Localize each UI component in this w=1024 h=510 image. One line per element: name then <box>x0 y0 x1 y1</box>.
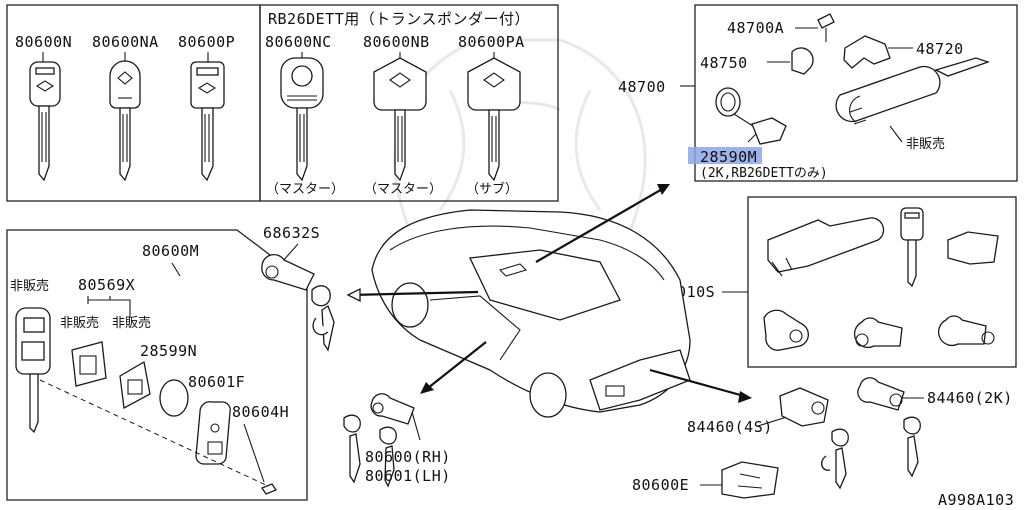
part-number-28590M: 28590M <box>700 148 757 166</box>
part-number-80600E: 80600E <box>632 476 689 494</box>
part-number-80600P: 80600P <box>178 33 235 51</box>
key-80600NB <box>373 57 427 182</box>
part-number-84460-4S: 84460(4S) <box>687 418 773 436</box>
part-number-48720: 48720 <box>916 40 964 58</box>
remote-group-frame <box>6 229 308 501</box>
arrow-ignition <box>535 187 665 263</box>
note-master-2: （マスター） <box>364 182 442 197</box>
part-number-80600RH: 80600(RH) <box>365 448 451 466</box>
part-number-48750: 48750 <box>700 54 748 72</box>
arrow-rear-lock <box>649 368 745 398</box>
part-number-28599N: 28599N <box>140 342 197 360</box>
trunk-lock-bracket <box>721 461 779 499</box>
trunk-lock-2K <box>857 377 921 478</box>
trunk-lock-4S <box>779 387 849 490</box>
part-number-80601LH: 80601(LH) <box>365 467 451 485</box>
arrow-trunk-lock <box>349 290 479 297</box>
arrow-door-lock <box>427 341 487 389</box>
part-number-80600M: 80600M <box>142 242 199 260</box>
note-28590M: (2K,RB26DETTのみ) <box>700 166 828 181</box>
part-number-84460-2K: 84460(2K) <box>927 389 1013 407</box>
part-number-80600NC: 80600NC <box>265 33 332 51</box>
part-number-80604H: 80604H <box>232 403 289 421</box>
part-number-80600NA: 80600NA <box>92 33 159 51</box>
key-80600P <box>190 61 225 182</box>
part-number-48700: 48700 <box>618 78 666 96</box>
key-80600PA <box>467 57 521 182</box>
part-number-80600N: 80600N <box>15 33 72 51</box>
remote-key-parts <box>15 307 277 495</box>
transponder-key-frame <box>259 4 559 202</box>
kit-parts <box>763 207 999 351</box>
door-lock-cylinder-front <box>343 393 415 488</box>
key-80600NC <box>280 57 324 182</box>
note-master-1: （マスター） <box>266 182 344 197</box>
part-number-48700A: 48700A <box>727 19 784 37</box>
key-80600NA <box>109 60 141 182</box>
car-body <box>371 209 691 418</box>
door-lock-cylinder-trunk <box>261 253 335 352</box>
part-number-80569X: 80569X <box>78 276 135 294</box>
transponder-header: RB26DETT用（トランスポンダー付） <box>268 10 530 28</box>
highlight-28590M <box>688 147 762 164</box>
lock-kit-frame <box>747 196 1017 368</box>
part-number-80601F: 80601F <box>188 373 245 391</box>
note-not-for-sale-3: 非販売 <box>112 315 151 331</box>
ignition-parts <box>791 13 991 125</box>
part-number-68632S: 68632S <box>263 224 320 242</box>
immobilizer-antenna <box>715 87 787 145</box>
key-80600N <box>29 61 61 182</box>
diagram-code: A998A103 <box>938 491 1014 509</box>
ignition-group-frame <box>694 4 1018 182</box>
note-not-for-sale-1: 非販売 <box>10 278 49 294</box>
part-number-80600NB: 80600NB <box>363 33 430 51</box>
note-sub: （サブ） <box>466 181 518 197</box>
part-number-80600PA: 80600PA <box>458 33 525 51</box>
note-not-for-sale-2: 非販売 <box>60 315 99 331</box>
note-not-for-sale-ignition: 非販売 <box>906 136 945 152</box>
